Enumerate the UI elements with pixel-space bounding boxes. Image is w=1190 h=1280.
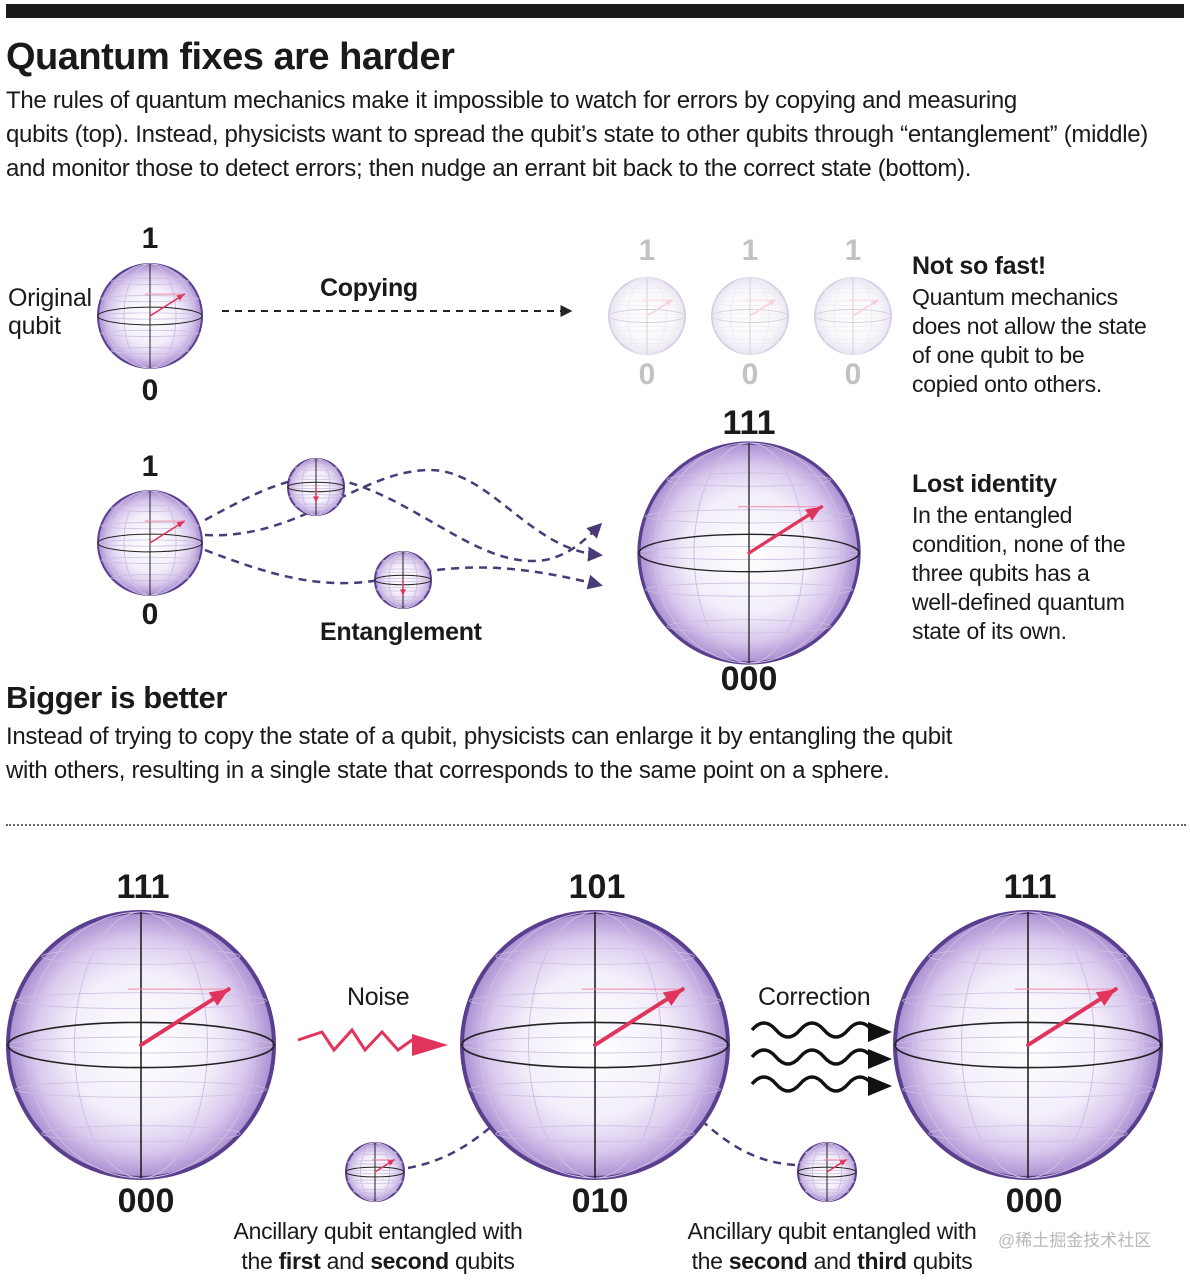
copy2-bottom-state: 0 bbox=[741, 358, 759, 391]
intro-line-1: The rules of quantum mechanics make it i… bbox=[6, 87, 1017, 114]
caption-left-line1: Ancillary qubit entangled with bbox=[233, 1218, 523, 1244]
copy-sphere-1 bbox=[608, 277, 686, 355]
original-label-line2: qubit bbox=[8, 312, 61, 340]
middle-sphere-bottom-state: 010 bbox=[571, 1182, 629, 1220]
caption-left-line2: the first and second qubits bbox=[218, 1246, 538, 1276]
entangle-path-1 bbox=[204, 476, 603, 563]
original-qubit-label: Original qubit bbox=[8, 284, 92, 340]
entangle-path-2 bbox=[204, 468, 603, 562]
noise-label: Noise bbox=[347, 983, 410, 1011]
entangle-small-sphere-top bbox=[287, 458, 345, 516]
intro-paragraph: The rules of quantum mechanics make it i… bbox=[6, 84, 1186, 186]
watermark: @稀土掘金技术社区 bbox=[998, 1231, 1152, 1250]
original-bottom-state: 0 bbox=[141, 374, 159, 407]
caption-right-and: and bbox=[807, 1248, 858, 1274]
intro-line-2: qubits (top). Instead, physicists want t… bbox=[6, 121, 1149, 148]
caption-left-and: and bbox=[320, 1248, 371, 1274]
caption-left-second: second bbox=[370, 1248, 449, 1274]
original-top-state: 1 bbox=[141, 222, 159, 255]
caption-right-second: second bbox=[728, 1248, 808, 1274]
note2-line4: well-defined quantum bbox=[912, 589, 1125, 615]
not-so-fast-text: Quantum mechanics does not allow the sta… bbox=[912, 283, 1147, 399]
caption-right-line1: Ancillary qubit entangled with bbox=[687, 1218, 977, 1244]
caption-right-post: qubits bbox=[906, 1248, 973, 1274]
copying-label: Copying bbox=[320, 274, 418, 302]
section-line-2: with others, resulting in a single state… bbox=[6, 757, 890, 784]
caption-right-the: the bbox=[691, 1248, 729, 1274]
entangle-top-state: 1 bbox=[141, 450, 159, 483]
entangle-source-sphere bbox=[97, 490, 203, 596]
note1-line2: does not allow the state bbox=[912, 313, 1147, 339]
ancilla-right-sphere bbox=[797, 1142, 857, 1202]
ancilla-right-caption: Ancillary qubit entangled with the secon… bbox=[672, 1216, 992, 1276]
note1-line3: of one qubit to be bbox=[912, 342, 1085, 368]
correction-label: Correction bbox=[758, 983, 871, 1011]
left-big-sphere bbox=[6, 910, 276, 1180]
section-line-1: Instead of trying to copy the state of a… bbox=[6, 723, 953, 750]
copy3-bottom-state: 0 bbox=[844, 358, 862, 391]
note1-line4: copied onto others. bbox=[912, 371, 1102, 397]
caption-left-first: first bbox=[278, 1248, 321, 1274]
original-label-line1: Original bbox=[8, 284, 92, 312]
copy3-top-state: 1 bbox=[844, 234, 862, 267]
ancilla-left-sphere bbox=[345, 1142, 405, 1202]
entangle-path-3 bbox=[204, 548, 603, 590]
caption-right-third: third bbox=[857, 1248, 907, 1274]
top-rule bbox=[6, 4, 1184, 18]
note2-line5: state of its own. bbox=[912, 618, 1067, 644]
middle-big-sphere bbox=[460, 910, 730, 1180]
big-sphere-bottom-state: 000 bbox=[720, 660, 778, 698]
caption-right-line2: the second and third qubits bbox=[672, 1246, 992, 1276]
intro-line-3: and monitor those to detect errors; then… bbox=[6, 155, 972, 182]
big-sphere-top-state: 111 bbox=[722, 404, 776, 442]
entangle-small-sphere-bottom bbox=[374, 551, 432, 609]
left-sphere-top-state: 111 bbox=[116, 868, 170, 906]
page-title: Quantum fixes are harder bbox=[6, 36, 455, 78]
noise-arrow-head bbox=[412, 1034, 448, 1056]
section-paragraph: Instead of trying to copy the state of a… bbox=[6, 720, 986, 788]
section-divider bbox=[6, 824, 1186, 826]
note1-line1: Quantum mechanics bbox=[912, 284, 1118, 310]
right-sphere-bottom-state: 000 bbox=[1005, 1182, 1063, 1220]
copy1-bottom-state: 0 bbox=[638, 358, 656, 391]
entanglement-label: Entanglement bbox=[320, 618, 482, 646]
middle-sphere-top-state: 101 bbox=[568, 868, 626, 906]
caption-left-post: qubits bbox=[448, 1248, 515, 1274]
note2-line1: In the entangled bbox=[912, 502, 1073, 528]
entangle-bottom-state: 0 bbox=[141, 598, 159, 631]
original-qubit-sphere bbox=[97, 263, 203, 369]
left-sphere-bottom-state: 000 bbox=[117, 1182, 175, 1220]
entangled-big-sphere bbox=[637, 441, 861, 665]
correction-arrows bbox=[750, 1021, 892, 1096]
section-title: Bigger is better bbox=[6, 680, 227, 715]
copy-sphere-3 bbox=[814, 277, 892, 355]
lost-identity-text: In the entangled condition, none of the … bbox=[912, 501, 1126, 646]
copy2-top-state: 1 bbox=[741, 234, 759, 267]
not-so-fast-heading: Not so fast! bbox=[912, 252, 1046, 280]
ancilla-left-caption: Ancillary qubit entangled with the first… bbox=[218, 1216, 538, 1276]
note2-line3: three qubits has a bbox=[912, 560, 1090, 586]
copy-sphere-2 bbox=[711, 277, 789, 355]
lost-identity-heading: Lost identity bbox=[912, 470, 1057, 498]
right-big-sphere bbox=[893, 910, 1163, 1180]
copy1-top-state: 1 bbox=[638, 234, 656, 267]
noise-arrow bbox=[297, 1027, 431, 1053]
right-sphere-top-state: 111 bbox=[1003, 868, 1057, 906]
note2-line2: condition, none of the bbox=[912, 531, 1126, 557]
caption-left-the: the bbox=[241, 1248, 279, 1274]
